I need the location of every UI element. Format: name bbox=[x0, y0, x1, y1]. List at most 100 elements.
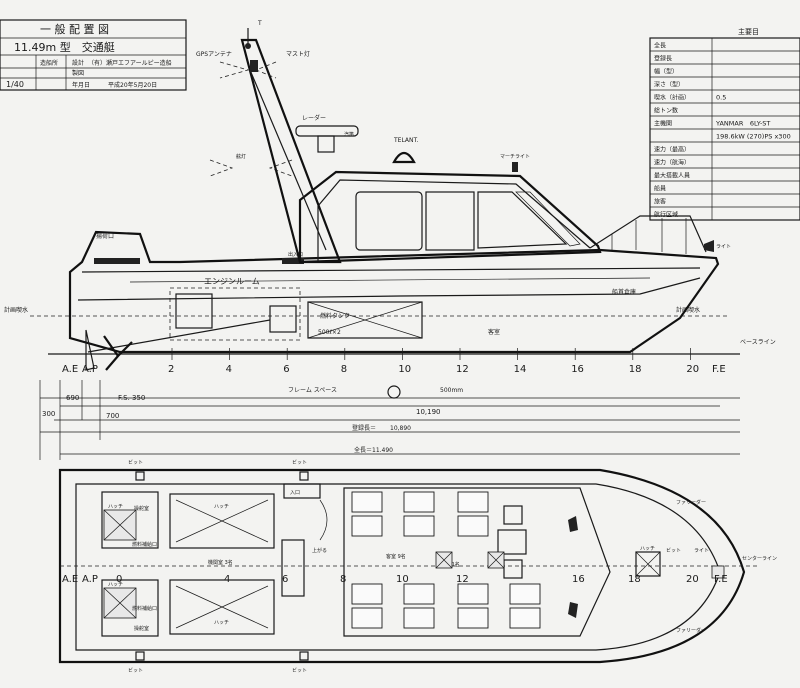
gps-label: GPSアンテナ bbox=[196, 51, 232, 58]
aft-hatch-bottom bbox=[101, 579, 159, 637]
spec-label: 速力（最高） bbox=[654, 146, 690, 154]
spec-value: 0.5 bbox=[716, 94, 726, 102]
telant-label: TELANT. bbox=[393, 137, 418, 144]
horn-label: 汽笛 bbox=[344, 131, 354, 138]
waterline-label-left: 計画喫水 bbox=[4, 306, 28, 314]
profile-aft-perp-label: A.P bbox=[82, 364, 98, 375]
title-block: 一 般 配 置 図 11.49m 型 交通艇 1/40 設計 製図 造船所 （有… bbox=[0, 19, 187, 91]
mast bbox=[240, 38, 342, 264]
propeller-icon bbox=[103, 335, 133, 371]
dim-700: 700 bbox=[106, 412, 119, 420]
cabin-window-2 bbox=[425, 191, 475, 251]
plan-frame-number: 8 bbox=[340, 574, 346, 585]
spec-label: 喫水（計画） bbox=[654, 94, 690, 102]
cabin-label: 客室 bbox=[488, 328, 500, 336]
plan-fwd-end-label: F.E bbox=[714, 574, 728, 585]
tb-label-design: 設計 bbox=[72, 59, 84, 67]
frame-space-value: 500mm bbox=[440, 387, 463, 394]
window-mark-1 bbox=[568, 516, 578, 532]
plan-frame-number: 10 bbox=[396, 574, 409, 585]
plan-deck-edge bbox=[75, 483, 721, 651]
spec-label: 全長 bbox=[654, 42, 666, 50]
dim-total: 全長＝11.490 bbox=[354, 446, 393, 454]
passenger-seat bbox=[509, 607, 541, 629]
frame-space-label: フレーム スペース bbox=[288, 387, 337, 394]
passenger-seat bbox=[351, 515, 383, 537]
passenger-seat bbox=[457, 515, 489, 537]
plan-frame-number: 0 bbox=[116, 574, 122, 585]
hatch-label-4: ハッチ bbox=[214, 620, 229, 626]
dim-300: 300 bbox=[42, 410, 55, 418]
bitt-label-fwd: ビット bbox=[666, 547, 681, 554]
aft-deck-band bbox=[94, 258, 140, 264]
bitt-label-3: ビット bbox=[128, 667, 143, 674]
plan-frame-number: 18 bbox=[628, 574, 641, 585]
mast-light bbox=[250, 60, 258, 72]
tb-label-draft: 製図 bbox=[72, 69, 84, 77]
engine-hatch-top bbox=[169, 493, 275, 549]
passenger-seat bbox=[403, 607, 435, 629]
passenger-seat bbox=[457, 491, 489, 513]
spec-value: 198.6kW (270)PS x300 bbox=[716, 133, 791, 141]
navlight-left-label: 舷灯 bbox=[236, 153, 246, 160]
hatch-top-label: 揚荷口 bbox=[96, 232, 114, 240]
fwd-small-hatch bbox=[711, 565, 725, 579]
companion-stair bbox=[281, 539, 305, 597]
passenger-seat bbox=[509, 583, 541, 605]
windscreen bbox=[477, 191, 568, 249]
spec-label: 速力（航海） bbox=[654, 159, 690, 167]
cabin-window-1 bbox=[355, 191, 423, 251]
engine-block bbox=[175, 293, 213, 329]
helm-seat-2 bbox=[503, 559, 523, 579]
helm-seat bbox=[503, 505, 523, 525]
frame-number: 12 bbox=[456, 364, 469, 375]
hull-outline bbox=[68, 230, 720, 354]
bitt-icon-4 bbox=[299, 651, 309, 661]
spec-label: 幅（型） bbox=[654, 68, 678, 76]
profile-view: ベースライン 計画喫水 計画喫水 揚荷口 出入口 T bbox=[4, 20, 776, 375]
plan-aft-perp-label: A.P bbox=[82, 574, 98, 585]
mast-light-label: マスト灯 bbox=[286, 50, 310, 58]
frame-number: 4 bbox=[226, 364, 232, 375]
frame-number: 2 bbox=[168, 364, 174, 375]
bow-light-icon bbox=[704, 240, 714, 252]
spec-label: 深さ（型） bbox=[654, 81, 684, 89]
frame-number: 8 bbox=[341, 364, 347, 375]
fore-cabin-label: 船首倉庫 bbox=[612, 288, 636, 296]
helm-console bbox=[497, 529, 527, 555]
hatch-label-2: ハッチ bbox=[108, 582, 123, 588]
passenger-seat bbox=[457, 583, 489, 605]
spec-label: 主機関 bbox=[654, 120, 672, 128]
radar-label: レーダー bbox=[302, 114, 326, 122]
frame-number: 10 bbox=[398, 364, 411, 375]
passenger-seat bbox=[403, 515, 435, 537]
plan-hull-outline bbox=[58, 468, 746, 664]
entry2-label: 上がる bbox=[312, 547, 327, 554]
gearbox bbox=[269, 305, 297, 333]
fender-label-top: ファリーダー bbox=[676, 499, 706, 506]
frame-space-wheel-icon bbox=[387, 385, 401, 399]
mast-top-label: T bbox=[257, 20, 262, 27]
profile-fwd-end-label: F.E bbox=[712, 364, 726, 375]
cabin-outline bbox=[298, 170, 602, 264]
spec-label: 総トン数 bbox=[654, 107, 678, 115]
drawing-title: 一 般 配 置 図 bbox=[40, 23, 109, 36]
plan-frame-number: 16 bbox=[572, 574, 585, 585]
plan-frame-number: 12 bbox=[456, 574, 469, 585]
mid-deck-band bbox=[282, 258, 304, 264]
spec-label: 航行区域 bbox=[654, 211, 678, 219]
rudder bbox=[85, 329, 95, 371]
tb-label-yard: 造船所 bbox=[40, 59, 58, 67]
tb-label-date: 年月日 bbox=[72, 81, 90, 89]
passenger-seat bbox=[403, 491, 435, 513]
bow-rail bbox=[589, 215, 707, 253]
chine-line bbox=[77, 277, 701, 301]
plan-frame-number: 20 bbox=[686, 574, 699, 585]
spec-label: 登録長 bbox=[654, 55, 672, 63]
fuel-label-2: 燃料補給口 bbox=[132, 605, 157, 612]
bitt-icon-2 bbox=[299, 471, 309, 481]
aft-hatch-top bbox=[101, 491, 159, 549]
spec-label: 最大搭載人員 bbox=[654, 172, 690, 180]
